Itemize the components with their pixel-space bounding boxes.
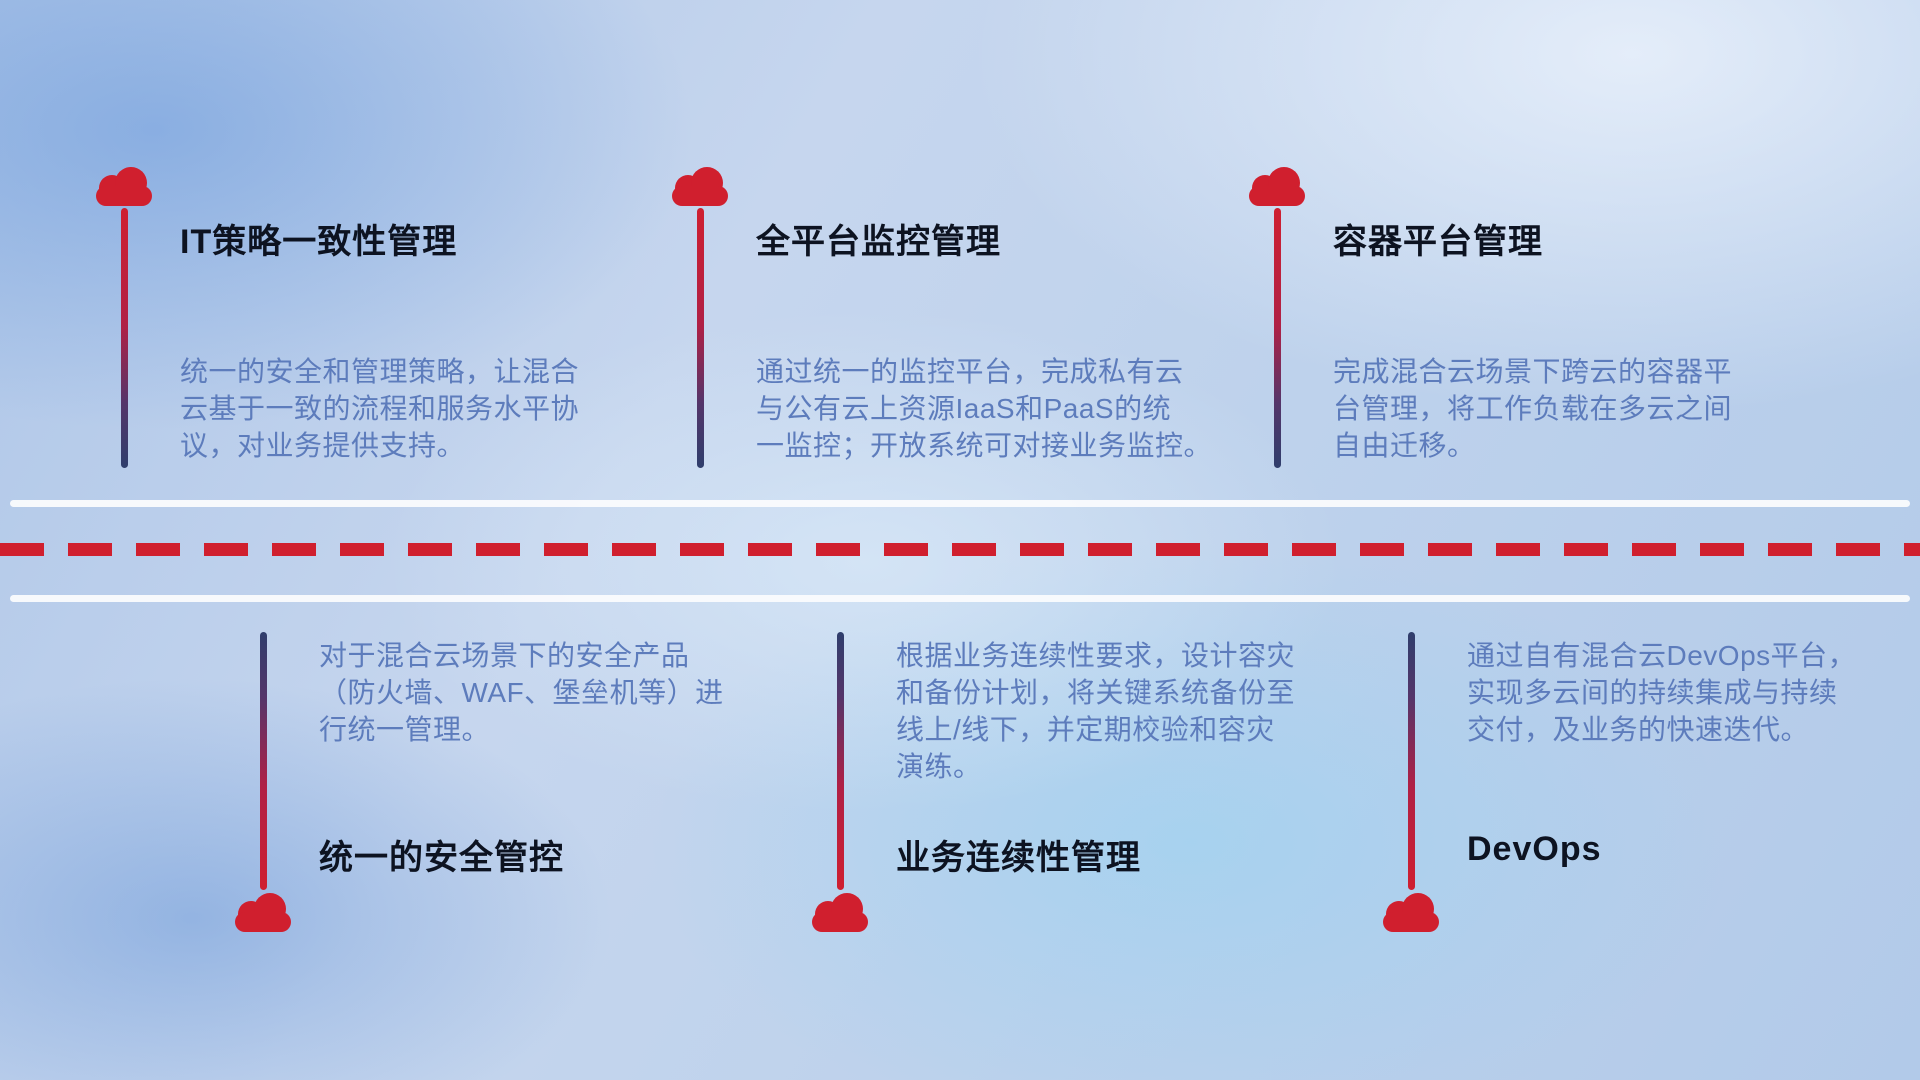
cloud-icon xyxy=(1243,162,1311,210)
road-center-dashed-line xyxy=(0,543,1920,556)
connector-line xyxy=(837,632,844,890)
milestone-description: 通过统一的监控平台，完成私有云 与公有云上资源IaaS和PaaS的统 一监控；开… xyxy=(756,356,1213,461)
connector-line xyxy=(1408,632,1415,890)
milestone-title: 业务连续性管理 xyxy=(896,839,1141,877)
milestone-description: 根据业务连续性要求，设计容灾 和备份计划，将关键系统备份至 线上/线下，并定期校… xyxy=(896,640,1296,782)
cloud-icon xyxy=(90,162,158,210)
milestone-title: DevOps xyxy=(1467,830,1602,868)
milestone-description: 通过自有混合云DevOps平台， 实现多云间的持续集成与持续 交付，及业务的快速… xyxy=(1467,640,1857,745)
cloud-icon xyxy=(806,888,874,936)
milestone-description: 完成混合云场景下跨云的容器平 台管理，将工作负载在多云之间 自由迁移。 xyxy=(1333,356,1733,461)
connector-line xyxy=(1274,208,1281,468)
milestone-title: IT策略一致性管理 xyxy=(180,223,458,261)
connector-line xyxy=(121,208,128,468)
milestone-title: 容器平台管理 xyxy=(1333,223,1543,261)
milestone-title: 全平台监控管理 xyxy=(756,223,1001,261)
road-bottom-line xyxy=(10,595,1910,602)
milestone-description: 对于混合云场景下的安全产品 （防火墙、WAF、堡垒机等）进 行统一管理。 xyxy=(319,640,724,745)
cloud-icon xyxy=(666,162,734,210)
cloud-icon xyxy=(1377,888,1445,936)
milestone-title: 统一的安全管控 xyxy=(319,839,564,877)
cloud-icon xyxy=(229,888,297,936)
connector-line xyxy=(260,632,267,890)
milestone-description: 统一的安全和管理策略，让混合 云基于一致的流程和服务水平协 议，对业务提供支持。 xyxy=(180,356,580,461)
connector-line xyxy=(697,208,704,468)
road-top-line xyxy=(10,500,1910,507)
